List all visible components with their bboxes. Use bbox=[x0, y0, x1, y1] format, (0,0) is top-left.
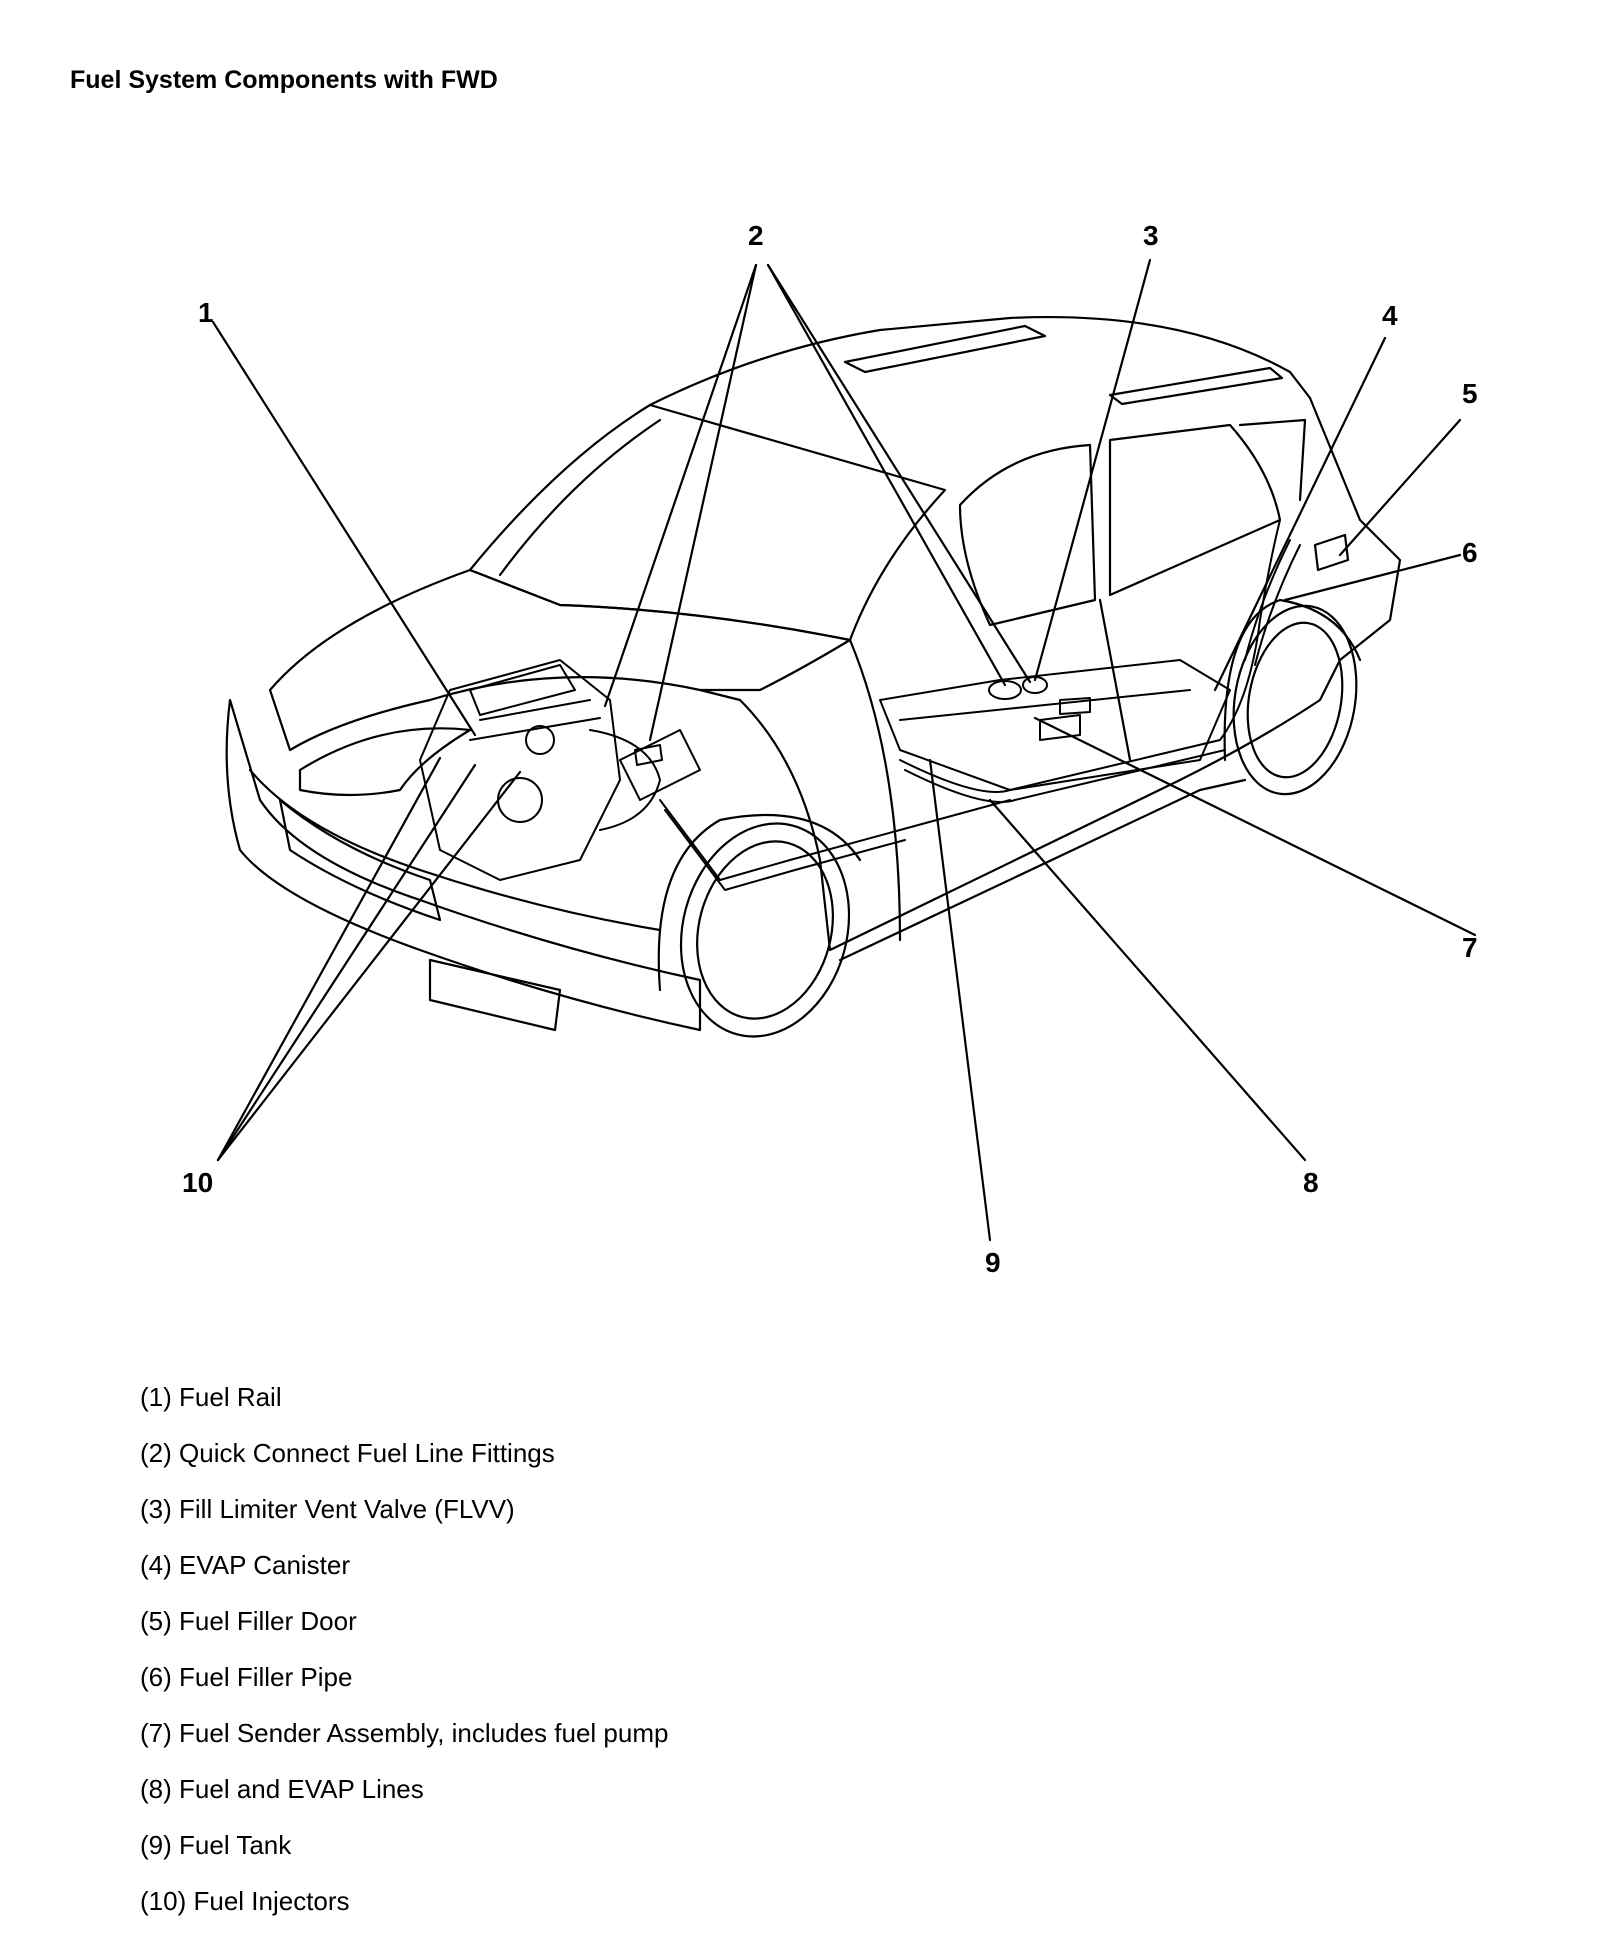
legend-number: (4) bbox=[140, 1550, 172, 1580]
leader-1 bbox=[211, 320, 477, 737]
legend-number: (7) bbox=[140, 1718, 172, 1748]
legend-label: Fuel Filler Door bbox=[179, 1606, 357, 1636]
leader-2d bbox=[766, 263, 1032, 684]
legend-label: Fuel Tank bbox=[179, 1830, 292, 1860]
fuel-tank bbox=[879, 659, 1231, 791]
legend-item: (8) Fuel and EVAP Lines bbox=[140, 1774, 668, 1830]
legend-label: Fuel Filler Pipe bbox=[179, 1662, 353, 1692]
leader-8 bbox=[988, 798, 1307, 1162]
front-bumper bbox=[225, 698, 702, 1032]
headlamp bbox=[298, 727, 472, 797]
legend-item: (3) Fill Limiter Vent Valve (FLVV) bbox=[140, 1494, 668, 1550]
legend-number: (8) bbox=[140, 1774, 172, 1804]
callout-6: 6 bbox=[1462, 537, 1478, 568]
hood bbox=[268, 568, 852, 752]
legend-label: Fuel Rail bbox=[179, 1382, 282, 1412]
legend-label: Fill Limiter Vent Valve (FLVV) bbox=[179, 1494, 515, 1524]
side-window-front bbox=[958, 443, 1097, 627]
legend-number: (2) bbox=[140, 1438, 172, 1468]
leader-2c bbox=[766, 263, 1007, 687]
legend-label: Fuel Injectors bbox=[193, 1886, 350, 1916]
leader-5 bbox=[1338, 418, 1462, 557]
legend-item: (2) Quick Connect Fuel Line Fittings bbox=[140, 1438, 668, 1494]
legend-number: (5) bbox=[140, 1606, 172, 1636]
legend-number: (3) bbox=[140, 1494, 172, 1524]
callout-3: 3 bbox=[1143, 220, 1159, 251]
leader-7 bbox=[1033, 716, 1477, 937]
callout-7: 7 bbox=[1462, 932, 1478, 963]
legend-number: (6) bbox=[140, 1662, 172, 1692]
callout-5: 5 bbox=[1462, 378, 1478, 409]
page-title: Fuel System Components with FWD bbox=[70, 66, 498, 94]
callout-2: 2 bbox=[748, 220, 764, 251]
legend-label: Quick Connect Fuel Line Fittings bbox=[179, 1438, 555, 1468]
legend-label: Fuel Sender Assembly, includes fuel pump bbox=[179, 1718, 669, 1748]
roof-rack bbox=[843, 324, 1047, 374]
leader-4 bbox=[1213, 336, 1387, 692]
leader-10a bbox=[216, 756, 442, 1162]
legend-item: (7) Fuel Sender Assembly, includes fuel … bbox=[140, 1718, 668, 1774]
leader-2b bbox=[648, 263, 758, 742]
leader-9 bbox=[928, 758, 992, 1242]
legend-item: (4) EVAP Canister bbox=[140, 1550, 668, 1606]
callout-8: 8 bbox=[1303, 1167, 1319, 1198]
legend-item: (1) Fuel Rail bbox=[140, 1382, 668, 1438]
legend-label: EVAP Canister bbox=[179, 1550, 351, 1580]
legend-item: (5) Fuel Filler Door bbox=[140, 1606, 668, 1662]
callout-9: 9 bbox=[985, 1247, 1001, 1278]
front-wheel bbox=[657, 813, 862, 1038]
legend-item: (6) Fuel Filler Pipe bbox=[140, 1662, 668, 1718]
grille bbox=[278, 798, 442, 922]
leader-6 bbox=[1283, 553, 1462, 602]
callout-1: 1 bbox=[198, 297, 214, 328]
legend-item: (10) Fuel Injectors bbox=[140, 1886, 668, 1942]
callout-4: 4 bbox=[1382, 300, 1398, 331]
side-window-rear bbox=[1108, 423, 1282, 597]
fuel-lines bbox=[659, 519, 1301, 891]
legend-item: (9) Fuel Tank bbox=[140, 1830, 668, 1886]
legend-list: (1) Fuel Rail (2) Quick Connect Fuel Lin… bbox=[140, 1382, 668, 1942]
body-side bbox=[698, 396, 1402, 952]
roof-outline bbox=[648, 315, 1312, 407]
fuel-filler-door bbox=[1313, 533, 1350, 572]
callout-10: 10 bbox=[182, 1167, 213, 1198]
vehicle-diagram: 1 2 3 4 5 6 7 8 9 10 bbox=[182, 220, 1478, 1278]
legend-number: (10) bbox=[140, 1886, 187, 1916]
leader-10b bbox=[216, 763, 477, 1162]
leader-2a bbox=[603, 263, 758, 708]
leader-3 bbox=[1033, 258, 1152, 682]
legend-label: Fuel and EVAP Lines bbox=[179, 1774, 424, 1804]
legend-number: (1) bbox=[140, 1382, 172, 1412]
legend-number: (9) bbox=[140, 1830, 172, 1860]
leader-10c bbox=[216, 770, 522, 1162]
